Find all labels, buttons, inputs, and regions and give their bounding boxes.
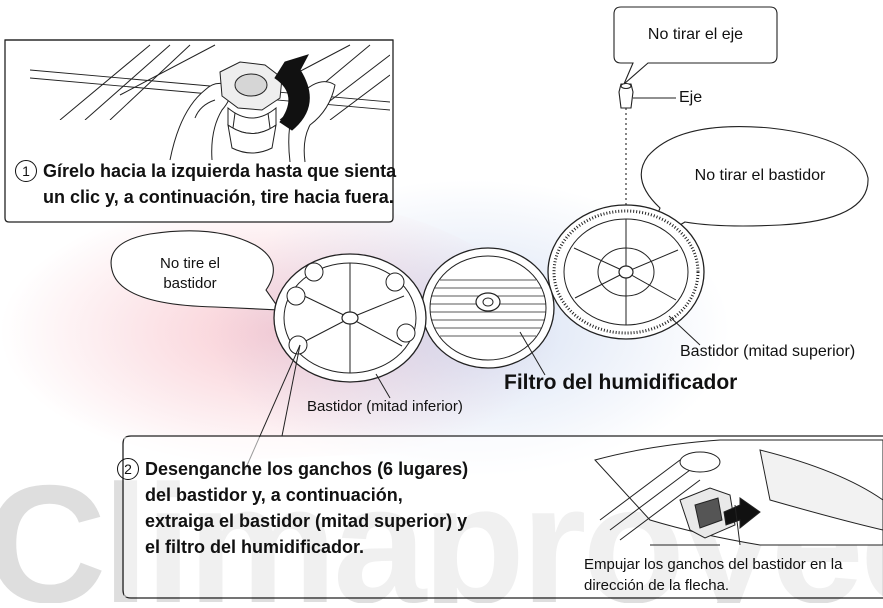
- step1-instruction-line1: 1 Gírelo hacia la izquierda hasta que sie…: [15, 160, 396, 183]
- step1-number: 1: [15, 160, 37, 182]
- lower-frame-label: Bastidor (mitad inferior): [307, 398, 463, 415]
- step1-instruction-line2: un clic y, a continuación, tire hacia fu…: [43, 187, 394, 207]
- step2-instruction-line3: extraiga el bastidor (mitad superior) y: [145, 511, 468, 531]
- step2-panel: [122, 435, 883, 599]
- step2-text-line1: Desenganche los ganchos (6 lugares): [145, 459, 469, 479]
- hook-push-illustration: [594, 439, 883, 546]
- callout-no-pull-frame: [640, 126, 869, 247]
- lower-frame-disk: [273, 253, 427, 383]
- callout-no-pull-frame-left-line2: bastidor: [163, 275, 217, 292]
- callout-no-pull-shaft: [613, 6, 778, 85]
- upper-frame-label: Bastidor (mitad superior): [680, 343, 856, 360]
- step2-number: 2: [117, 458, 139, 480]
- callout-no-pull-frame-left: [110, 230, 282, 311]
- callout-no-pull-shaft-text: No tirar el eje: [647, 26, 744, 43]
- push-hooks-caption-line2: dirección de la flecha.: [584, 577, 730, 594]
- upper-frame-disk: [547, 204, 705, 340]
- step1-illustration: [30, 44, 390, 163]
- step2-instruction-line2: del bastidor y, a continuación,: [145, 485, 403, 505]
- shaft-label: Eje: [679, 89, 703, 106]
- callout-no-pull-frame-left-line1: No tire el: [159, 255, 221, 272]
- callout-no-pull-frame-text: No tirar el bastidor: [694, 167, 826, 184]
- filter-title: Filtro del humidificador: [504, 371, 738, 394]
- humidifier-filter-disk: [421, 247, 555, 369]
- step2-instruction-line4: el filtro del humidificador.: [145, 537, 365, 557]
- step1-text-line1: Gírelo hacia la izquierda hasta que sien…: [43, 161, 397, 181]
- push-hooks-caption-line1: Empujar los ganchos del bastidor en la: [584, 556, 843, 573]
- step2-instruction-line1: 2 Desenganche los ganchos (6 lugares): [117, 458, 468, 481]
